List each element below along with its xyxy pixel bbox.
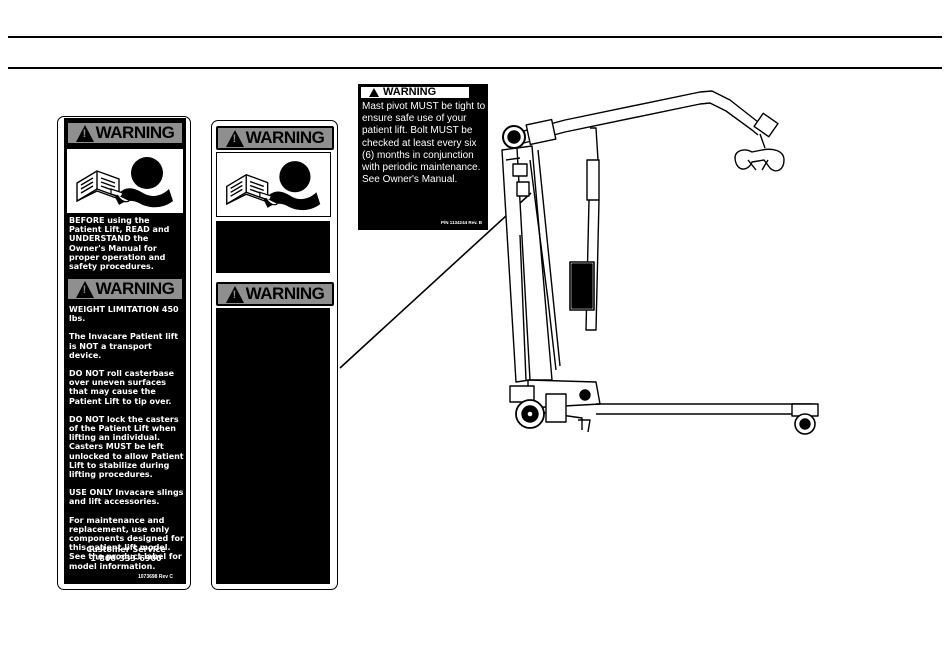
left-part-number: 1073698 Rev C (138, 574, 174, 580)
warning-heading-text: WARNING (95, 123, 175, 142)
mast-pivot-warning-label: WARNING Mast pivot MUST be tight to ensu… (358, 84, 488, 230)
mast-warning-text: Mast pivot MUST be tight to ensure safe … (362, 101, 486, 186)
warning-triangle-icon (225, 129, 244, 147)
paragraph-slings: USE ONLY Invacare slings and lift access… (69, 488, 184, 507)
person-reading-manual-icon (226, 161, 321, 211)
warning-paragraphs: WEIGHT LIMITATION 450 lbs. The Invacare … (69, 305, 185, 580)
warning-triangle-icon (75, 124, 94, 142)
middle-warning-header-1: WARNING (216, 126, 334, 150)
warning-triangle-icon (75, 280, 94, 298)
middle-black-block-1 (216, 221, 330, 273)
second-rule (8, 67, 942, 69)
top-rule (8, 36, 942, 38)
left-warning-header-1: WARNING (66, 121, 184, 145)
paragraph-casters: DO NOT lock the casters of the Patient L… (69, 414, 184, 480)
left-warning-header-2: WARNING (66, 277, 184, 301)
paragraph-maintenance: For maintenance and replacement, use onl… (69, 515, 184, 571)
paragraph-weight-limit: WEIGHT LIMITATION 450 lbs. (69, 305, 179, 324)
person-reading-manual-icon (76, 157, 173, 208)
customer-service-phone: 1-800-333-6900 (90, 554, 162, 564)
warning-heading-text: WARNING (245, 128, 325, 147)
middle-read-manual-picture (216, 152, 331, 217)
left-read-manual-picture (66, 148, 184, 214)
middle-warning-header-2: WARNING (216, 282, 334, 306)
warning-heading-text: WARNING (245, 284, 325, 303)
warning-triangle-icon (369, 88, 379, 97)
mast-warning-heading: WARNING (383, 86, 437, 98)
paragraph-uneven: DO NOT roll casterbase over uneven surfa… (69, 369, 175, 406)
paragraph-transport: The Invacare Patient lift is NOT a trans… (69, 332, 179, 360)
warning-heading-text: WARNING (95, 279, 175, 298)
middle-black-block-2 (216, 308, 330, 584)
mast-part-number: P/N 1134244 Rev. B (441, 220, 482, 225)
read-manual-text: BEFORE using the Patient Lift, READ and … (69, 216, 170, 272)
warning-triangle-icon (225, 285, 244, 303)
customer-service: Customer Service 1-800-333-6900 (69, 545, 183, 563)
mast-warning-header: WARNING (361, 87, 469, 98)
customer-service-label: Customer Service (86, 545, 166, 554)
